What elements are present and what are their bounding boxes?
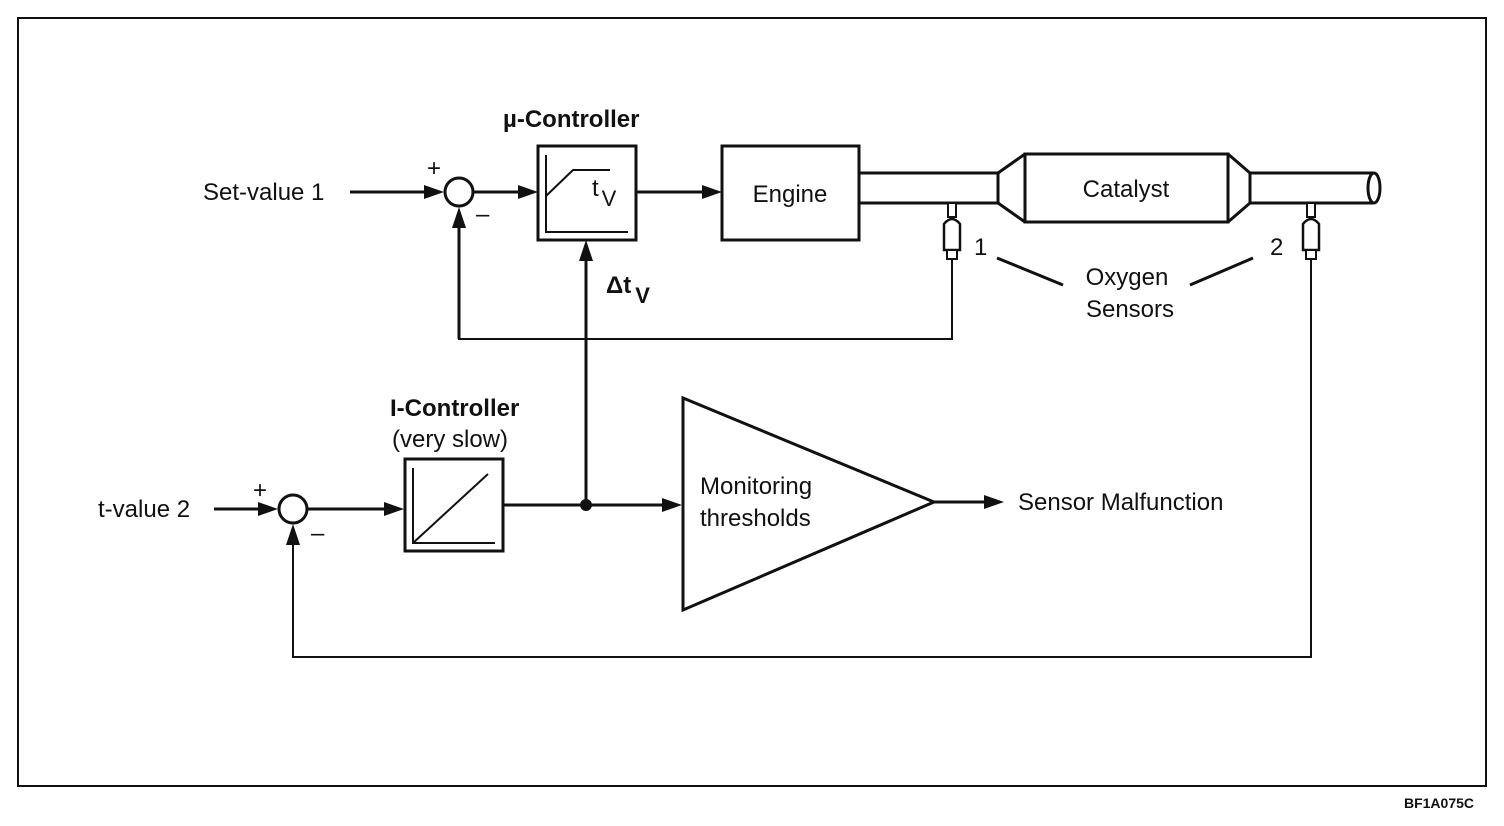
summing-junction-2 <box>277 493 309 525</box>
t-value-2-label: t-value 2 <box>98 496 190 523</box>
set-value-1-label: Set-value 1 <box>203 179 324 206</box>
catalyst-label: Catalyst <box>1083 176 1170 203</box>
feedback-loop-2 <box>286 259 1312 658</box>
i-controller-block <box>403 457 505 553</box>
i-controller-title: I-Controller <box>390 395 519 422</box>
monitoring-to-output-arrow <box>934 495 1004 509</box>
t-value-2-arrow <box>214 502 278 516</box>
thresholds-label: thresholds <box>700 505 811 532</box>
exhaust-pipe <box>859 152 1382 224</box>
summing-junction-1 <box>443 176 475 208</box>
figure-code: BF1A075C <box>1404 795 1474 811</box>
branch-node <box>580 499 592 511</box>
diagram-frame <box>17 17 1487 787</box>
oxygen-sensor-2-icon <box>1301 202 1321 260</box>
junction1-to-mu-arrow <box>473 185 538 199</box>
mu-controller-block <box>536 144 638 242</box>
engine-label: Engine <box>753 181 828 208</box>
summing-1-minus: – <box>476 201 490 228</box>
monitoring-label: Monitoring <box>700 473 812 500</box>
sensor-2-number: 2 <box>1270 234 1283 261</box>
monitoring-thresholds-block <box>681 395 938 613</box>
engine-block <box>720 144 861 242</box>
oxygen-label: Oxygen <box>1086 264 1169 291</box>
mu-to-engine-arrow <box>636 185 722 199</box>
oxygen-sensor-1-icon <box>942 202 962 260</box>
sensors-label: Sensors <box>1086 296 1174 323</box>
i-to-monitoring-arrow <box>503 498 682 512</box>
sensor-malfunction-label: Sensor Malfunction <box>1018 489 1223 516</box>
summing-1-plus: + <box>427 155 441 182</box>
summing-2-plus: + <box>253 477 267 504</box>
feedback-loop-1 <box>452 207 953 340</box>
delta-tv-arrow <box>579 240 593 505</box>
i-controller-subtitle: (very slow) <box>392 426 508 453</box>
summing-2-minus: – <box>311 520 325 547</box>
sensor-2-leader <box>1189 256 1254 287</box>
mu-controller-title: µ-Controller <box>503 106 640 133</box>
sensor-1-leader <box>996 256 1064 287</box>
sensor-1-number: 1 <box>974 234 987 261</box>
junction2-to-i-arrow <box>307 502 404 516</box>
set-value-1-arrow <box>350 185 444 199</box>
